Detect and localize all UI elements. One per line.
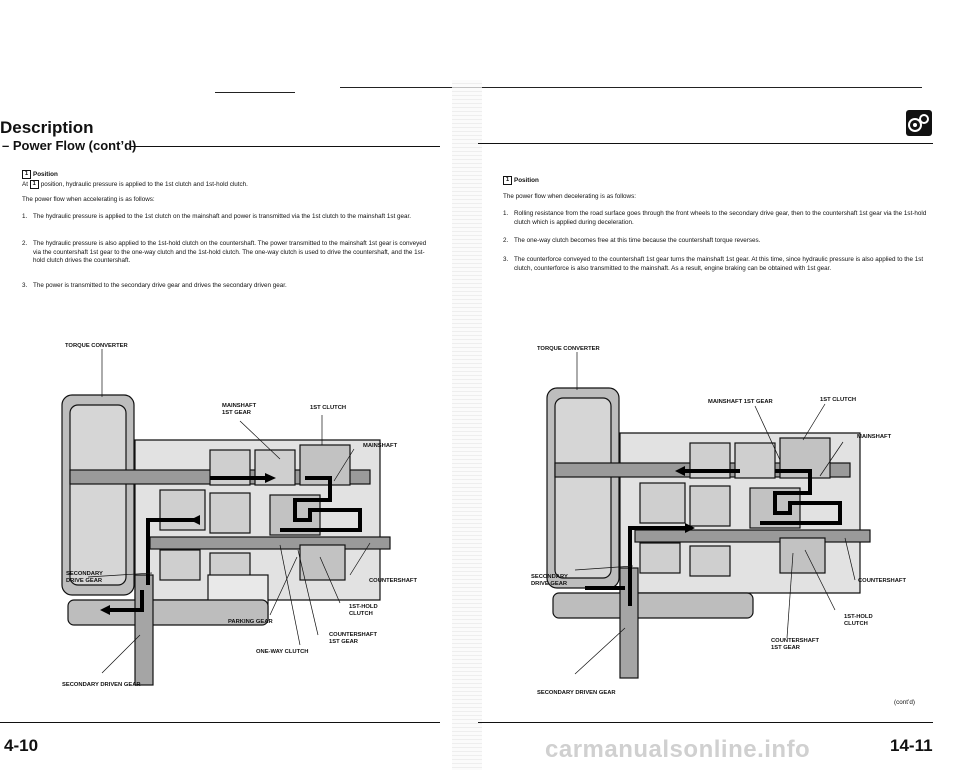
list-number: 1. [503,210,509,217]
power-flow-diagram-accelerating [61,349,391,686]
position-line-prefix: At [22,180,28,188]
top-rule-right [340,87,922,88]
list-number: 3. [22,282,28,289]
list-text: The hydraulic pressure is applied to the… [33,213,412,220]
label-1st-hold-clutch-right: 1ST-HOLD CLUTCH [844,614,873,627]
page-number: 4-10 [4,736,39,755]
list-number: 2. [503,237,509,244]
continued-note: (cont’d) [894,699,915,706]
gear-icon [908,114,929,132]
position-inline-icon: 1 [29,179,39,189]
label-one-way-clutch: ONE-WAY CLUTCH [256,649,309,655]
list-text: Rolling resistance from the road surface… [514,210,927,226]
footer-rule [0,722,440,723]
label-parking-gear: PARKING GEAR [228,619,273,625]
label-secondary-drive-gear: SECONDARY DRIVE GEAR [66,571,103,584]
watermark: carmanualsonline.info [545,736,811,763]
position-icon-right: 1 [503,176,512,185]
label-secondary-driven-gear: SECONDARY DRIVEN GEAR [62,682,141,688]
list-number: 3. [503,256,509,263]
section-icon-box [906,110,932,136]
label-countershaft-1st-gear-right: COUNTERSHAFT 1ST GEAR [771,638,819,651]
label-mainshaft-right: MAINSHAFT [857,434,892,440]
label-1st-clutch: 1ST CLUTCH [310,405,347,411]
label-mainshaft-1st-gear-right: MAINSHAFT 1ST GEAR [708,399,773,405]
label-1st-clutch-right: 1ST CLUTCH [820,397,857,403]
list-number: 2. [22,240,28,247]
page-subheading: – Power Flow (cont’d) [2,138,137,153]
power-flow-diagram-decelerating [546,352,871,679]
position-title-right: Position [514,177,539,185]
section-rule [478,143,933,144]
page-number-right: 14-11 [890,736,933,755]
position-icon: 1 [22,170,31,179]
label-torque-converter: TORQUE CONVERTER [65,343,128,349]
intro-text-right: The power flow when decelerating is as f… [503,193,637,200]
page-heading: Description [0,118,94,137]
label-secondary-drive-gear-right: SECONDARY DRIVE GEAR [531,574,568,587]
binding-gutter [452,80,482,770]
label-countershaft-right: COUNTERSHAFT [858,578,906,584]
label-countershaft-1st-gear: COUNTERSHAFT 1ST GEAR [329,632,377,645]
list-number: 1. [22,213,28,220]
list-text: The hydraulic pressure is also applied t… [33,240,427,265]
heading-rule [130,146,440,147]
list-text: The one-way clutch becomes free at this … [514,237,761,244]
label-countershaft: COUNTERSHAFT [369,578,417,584]
list-text: The counterforce conveyed to the counter… [514,256,924,272]
footer-rule-right [478,722,933,723]
label-torque-converter-right: TORQUE CONVERTER [537,346,600,352]
position-line: position, hydraulic pressure is applied … [40,180,248,188]
label-mainshaft: MAINSHAFT [363,443,398,449]
intro-text: The power flow when accelerating is as f… [22,196,155,203]
label-mainshaft-1st-gear: MAINSHAFT 1ST GEAR [222,403,257,416]
list-text: The power is transmitted to the secondar… [33,282,287,289]
top-rule-left [215,92,295,93]
label-1st-hold-clutch: 1ST-HOLD CLUTCH [349,604,378,617]
position-title: Position [33,171,58,179]
label-secondary-driven-gear-right: SECONDARY DRIVEN GEAR [537,690,616,696]
